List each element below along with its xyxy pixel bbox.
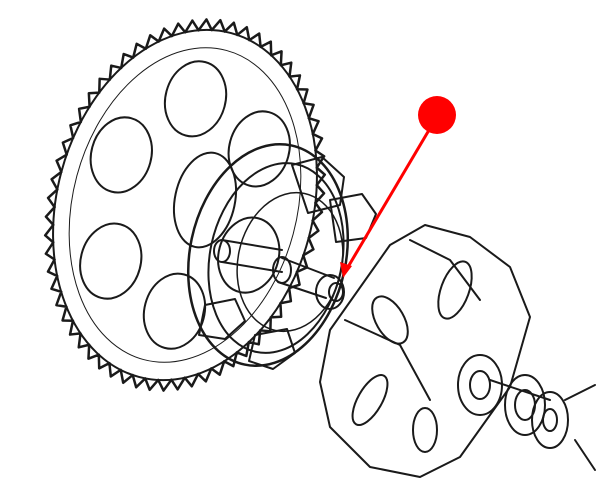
pointer-arrowhead <box>340 262 352 278</box>
lightening-hole <box>89 116 153 194</box>
pointer-marker-dot <box>418 96 456 134</box>
sprocket-carrier-hub <box>173 143 377 370</box>
sprocket-rim <box>52 28 318 382</box>
sprocket-inner-ring <box>68 47 302 363</box>
pointer-annotation <box>340 96 456 278</box>
lightening-hole <box>79 222 143 300</box>
lightening-hole <box>163 60 228 138</box>
sprocket-lightening-holes <box>79 60 291 350</box>
rear-sprocket <box>43 18 327 392</box>
lightening-hole <box>142 272 207 350</box>
lightening-hole <box>227 110 291 188</box>
pointer-line <box>343 124 434 273</box>
sprocket-teeth <box>43 18 327 392</box>
lightening-hole <box>217 216 281 294</box>
bearing-and-washer <box>489 374 596 471</box>
rubber-cush-drive <box>319 224 531 478</box>
